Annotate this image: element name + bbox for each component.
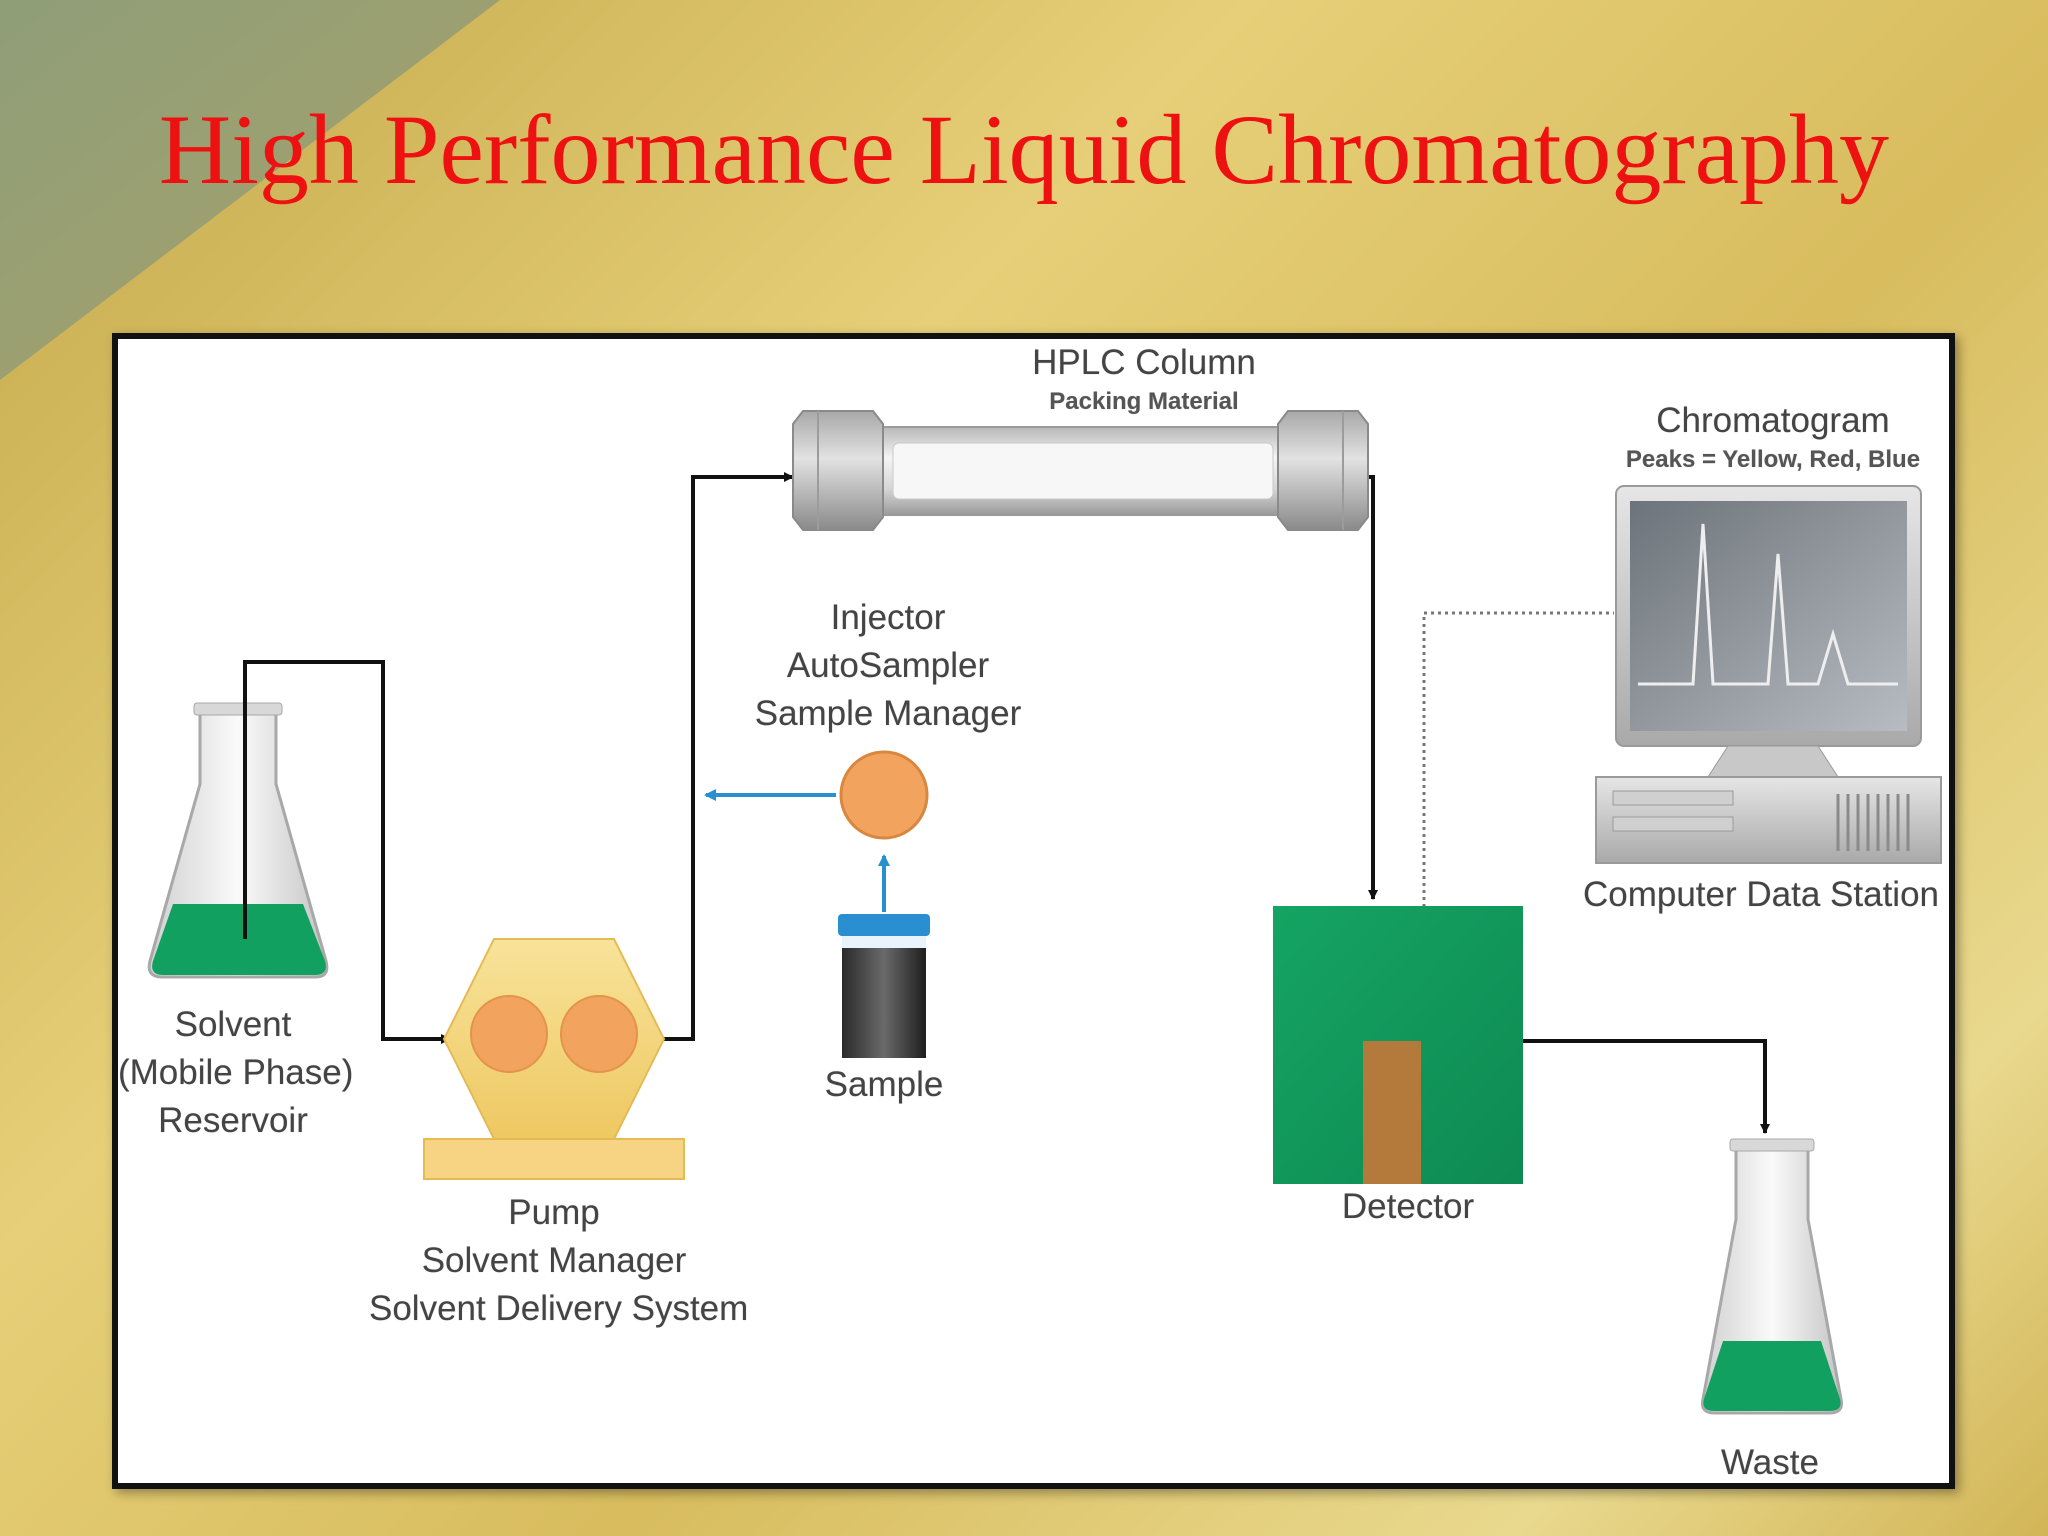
chromatogram-trace (1638, 523, 1898, 686)
solvent-line2: (Mobile Phase) (118, 1053, 354, 1092)
pump-label: Pump Solvent Manager Solvent Delivery Sy… (369, 1189, 749, 1333)
solvent-line3: Reservoir (158, 1101, 308, 1140)
detector-label: Detector (1341, 1187, 1475, 1226)
solvent-line1: Solvent (174, 1005, 292, 1044)
column-title: HPLC Column (1032, 343, 1256, 382)
chromatogram-subtitle: Peaks = Yellow, Red, Blue (1625, 446, 1921, 473)
waste-label: Waste (1721, 1443, 1819, 1482)
computer-graphic (1595, 485, 1942, 864)
injector-label: Injector AutoSampler Sample Manager (748, 594, 1028, 738)
diagram-graphics (147, 410, 1942, 1415)
detector-graphic (1273, 906, 1523, 1184)
waste-flask (1701, 1138, 1843, 1415)
injector-graphic (839, 750, 929, 840)
pump-line3: Solvent Delivery System (369, 1289, 749, 1328)
solvent-reservoir-flask (147, 669, 329, 979)
pump-to-column-line (655, 472, 794, 1041)
detector-to-waste-line (1523, 1039, 1770, 1134)
column-to-detector-line (1330, 475, 1378, 900)
injector-line2: AutoSampler (786, 646, 990, 685)
solvent-label: Solvent (Mobile Phase) Reservoir (118, 1001, 354, 1145)
computer-label: Computer Data Station (1582, 875, 1939, 914)
detector-to-computer-dotted-line (1422, 611, 1614, 907)
sample-vial-graphic (838, 914, 930, 1058)
hplc-column-graphic (792, 410, 1369, 531)
injector-line3: Sample Manager (754, 694, 1022, 733)
chromatogram-title: Chromatogram (1656, 401, 1890, 440)
pump-line1: Pump (508, 1193, 600, 1232)
slide-title: High Performance Liquid Chromatography (158, 94, 1890, 205)
pump-line2: Solvent Manager (421, 1241, 687, 1280)
chromatogram-label: Chromatogram Peaks = Yellow, Red, Blue (1613, 397, 1933, 475)
pump-graphic (423, 938, 685, 1180)
column-label: HPLC Column Packing Material (954, 339, 1334, 417)
column-subtitle: Packing Material (1049, 388, 1239, 415)
injector-line1: Injector (830, 598, 946, 637)
hplc-diagram: HPLC Column Packing Material Chromatogra… (112, 333, 1955, 1489)
sample-label: Sample (824, 1065, 944, 1104)
